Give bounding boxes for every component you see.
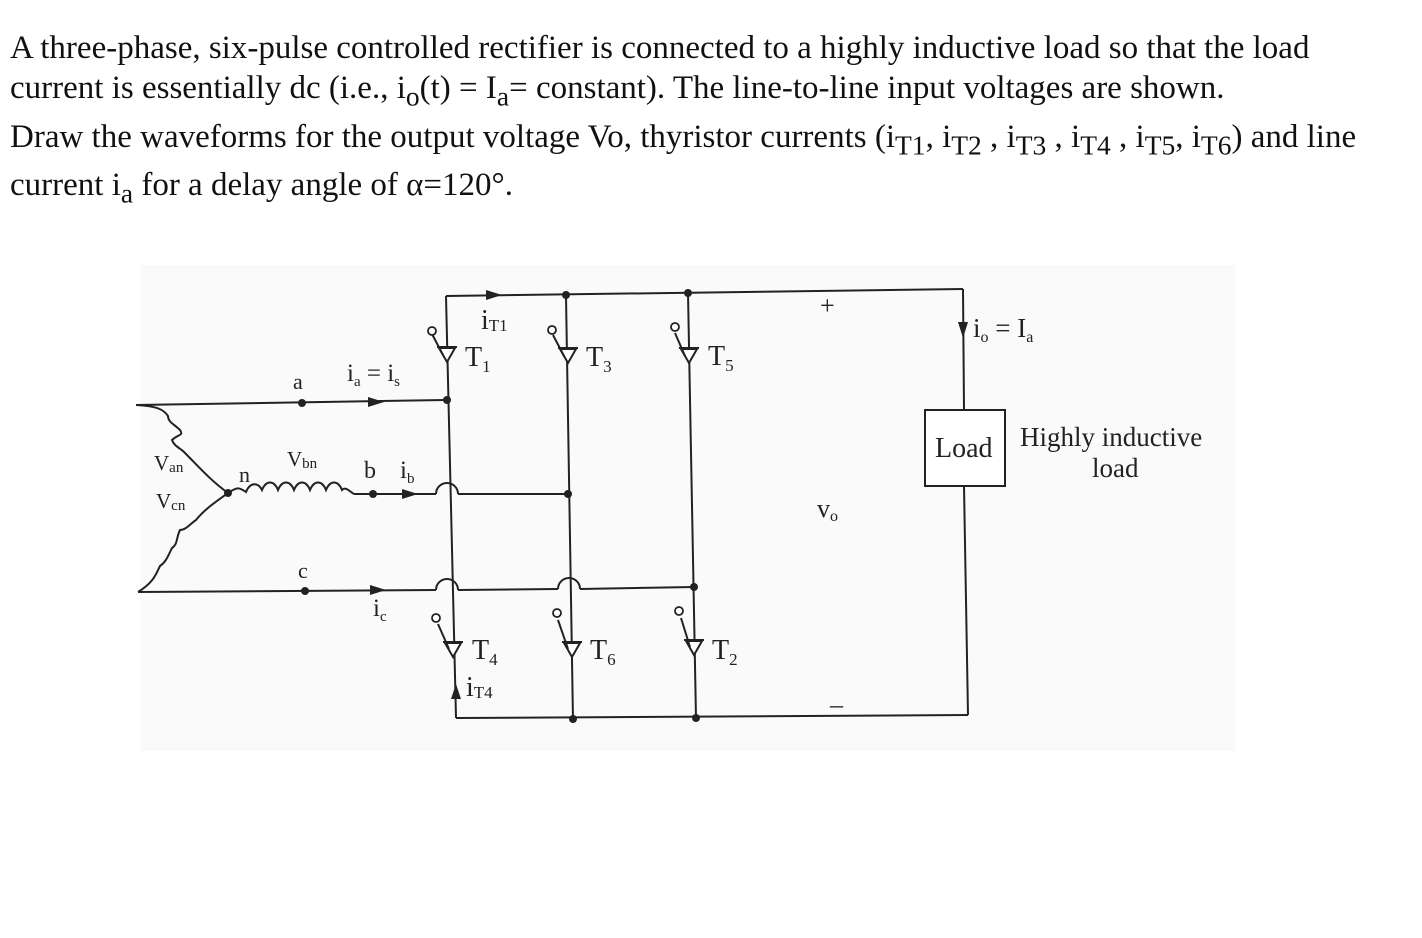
problem-statement: A three-phase, six-pulse controlled rect… xyxy=(10,28,1390,214)
load-bottom-wire xyxy=(963,485,969,716)
line-c-wire-1 xyxy=(137,589,437,593)
line-c-crossover-2 xyxy=(557,577,581,590)
ib-arrow xyxy=(402,489,418,499)
p2-sep-4: , i xyxy=(1110,118,1145,155)
thyristor-t4 xyxy=(431,613,463,660)
positive-dc-rail xyxy=(445,288,964,297)
load-description-line-1: Highly inductive xyxy=(1020,422,1202,452)
node-b-dot xyxy=(369,490,377,498)
iT4-arrow xyxy=(451,684,461,699)
label-minus: – xyxy=(829,690,844,719)
thyristor-t2 xyxy=(674,606,704,658)
p2-sub-t6: T6 xyxy=(1200,129,1232,161)
p2-sep-2: , i xyxy=(981,118,1016,155)
p2-sub-t2: T2 xyxy=(951,129,982,161)
phase-b-winding xyxy=(227,481,355,495)
label-t1: T1 xyxy=(465,342,491,376)
p2-sub-t1: T1 xyxy=(895,129,926,161)
p2-text-c: for a delay angle of α=120°. xyxy=(133,167,513,204)
label-t4: T4 xyxy=(472,635,498,669)
load-description-line-2: load xyxy=(1092,453,1139,483)
line-c-wire-2 xyxy=(457,588,559,591)
phase-a-winding xyxy=(135,404,229,494)
node-c-dot xyxy=(301,587,309,595)
p2-sub-a: a xyxy=(120,177,134,209)
line-c-wire-3 xyxy=(579,586,695,590)
label-iT1: iT1 xyxy=(481,305,508,336)
node-t1-t4-junction xyxy=(443,396,451,404)
label-node-a: a xyxy=(293,369,303,394)
phase-c-winding xyxy=(137,492,229,593)
line-b-crossover xyxy=(435,482,459,495)
label-vcn: Vcn xyxy=(156,489,186,514)
bottom-rail-node-2 xyxy=(692,714,700,722)
label-iT4: iT4 xyxy=(466,672,493,703)
label-node-c: c xyxy=(298,558,308,583)
label-node-b: b xyxy=(364,458,376,484)
p2-sub-t3: T3 xyxy=(1015,129,1047,161)
p2-sep-1: , i xyxy=(925,118,952,155)
label-ic: ic xyxy=(373,595,387,625)
io-arrow xyxy=(958,322,968,338)
label-plus: + xyxy=(820,291,835,320)
problem-paragraph-2: Draw the waveforms for the output voltag… xyxy=(10,117,1390,214)
label-vo: vo xyxy=(817,494,838,525)
thyristor-t6 xyxy=(552,608,582,660)
load-top-wire xyxy=(962,288,965,411)
p2-text-a: Draw the waveforms for the output voltag… xyxy=(10,118,895,155)
problem-paragraph-1: A three-phase, six-pulse controlled rect… xyxy=(10,28,1390,117)
p2-sep-5: , i xyxy=(1175,118,1201,155)
label-t5: T5 xyxy=(708,341,734,375)
line-a-wire xyxy=(135,399,446,406)
thyristor-t3 xyxy=(547,325,578,366)
bottom-rail-node-1 xyxy=(569,715,577,723)
top-rail-node-2 xyxy=(684,289,692,297)
label-van: Van xyxy=(154,451,184,476)
load-box xyxy=(924,409,1006,487)
load-label: Load xyxy=(935,433,993,464)
iT1-arrow xyxy=(486,290,502,300)
label-t3: T3 xyxy=(586,342,612,376)
label-t6: T6 xyxy=(590,635,616,669)
p2-text-b: ) and line current i xyxy=(10,118,1357,204)
thyristor-t5 xyxy=(670,322,699,366)
p1-sub-a: a xyxy=(496,80,510,112)
neutral-node xyxy=(224,489,232,497)
ia-arrow xyxy=(368,397,384,407)
negative-dc-rail xyxy=(455,714,969,719)
p2-sub-t5: T5 xyxy=(1144,129,1176,161)
node-a-dot xyxy=(298,399,306,407)
p1-text-c: = constant). The line-to-line input volt… xyxy=(509,70,1225,106)
label-ib: ib xyxy=(400,457,414,487)
p1-sub-o: o xyxy=(405,80,420,112)
p2-sub-t4: T4 xyxy=(1080,129,1111,161)
label-ia-equals-is: ia = is xyxy=(347,360,400,390)
node-t3-t6-junction xyxy=(564,490,572,498)
top-rail-node-1 xyxy=(562,291,570,299)
label-vbn: Vbn xyxy=(287,447,318,472)
label-node-n: n xyxy=(239,462,250,487)
label-io-equals-Ia: io = Ia xyxy=(973,313,1033,346)
label-t2: T2 xyxy=(712,635,738,669)
thyristor-t1 xyxy=(427,326,457,365)
p1-text-b: (t) = I xyxy=(419,70,497,106)
p1-text-a: A three-phase, six-pulse controlled rect… xyxy=(10,30,1310,106)
p2-sep-3: , i xyxy=(1046,118,1081,155)
line-c-crossover-1 xyxy=(435,578,459,591)
ic-arrow xyxy=(370,585,386,595)
